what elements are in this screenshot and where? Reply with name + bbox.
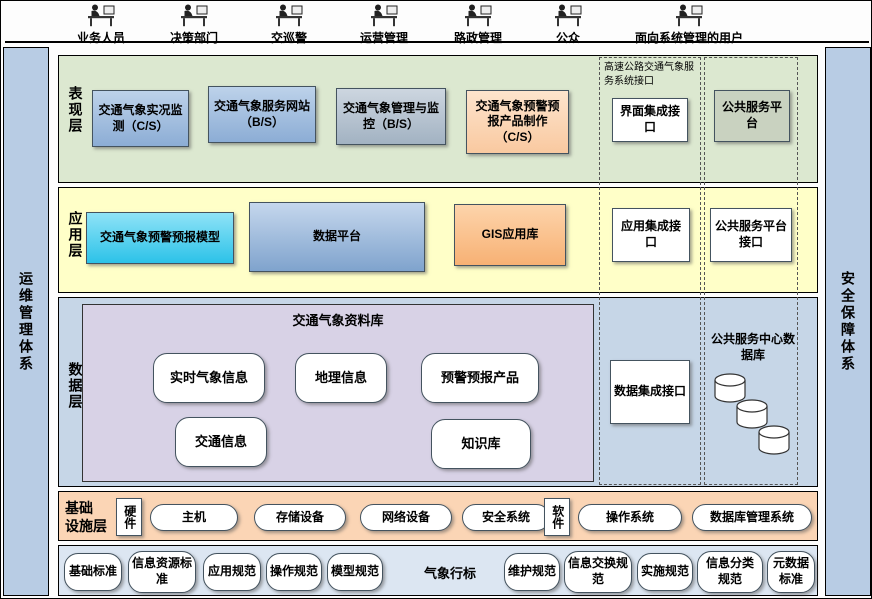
user-public: 公众 bbox=[528, 3, 608, 45]
box-warning-forecast-model: 交通气象预警预报模型 bbox=[86, 212, 234, 264]
presentation-layer-band: 表现层 交通气象实况监测（C/S） 交通气象服务网站（B/S） 交通气象管理与监… bbox=[58, 55, 818, 183]
expressway-interface-header: 高速公路交通气象服务系统接口 bbox=[604, 62, 694, 87]
person-at-desk-icon bbox=[674, 3, 704, 32]
person-at-desk-icon bbox=[463, 3, 493, 32]
person-at-desk-icon bbox=[179, 3, 209, 32]
box-public-service-platform: 公共服务平台 bbox=[714, 90, 790, 142]
box-database-management-system: 数据库管理系统 bbox=[692, 504, 812, 531]
box-metadata-standards: 元数据标准 bbox=[767, 551, 815, 593]
data-layer-label: 数据层 bbox=[67, 362, 84, 410]
infrastructure-layer-band: 基础 设施层 硬件 主机 存储设备 网络设备 安全系统 软件 操作系统 数据库管… bbox=[58, 491, 818, 541]
box-traffic-info: 交通信息 bbox=[175, 417, 267, 467]
traffic-weather-database-container: 交通气象资料库 实时气象信息 地理信息 预警预报产品 交通信息 知识库 bbox=[82, 304, 594, 482]
user-label: 路政管理 bbox=[453, 31, 502, 45]
user-traffic-police: 交巡警 bbox=[249, 3, 329, 45]
hardware-label-box: 硬件 bbox=[116, 498, 142, 536]
box-ui-integration-interface: 界面集成接口 bbox=[612, 98, 688, 142]
user-decision-dept: 决策部门 bbox=[154, 3, 234, 45]
sidebar-left-label: 运维管理体系 bbox=[18, 270, 34, 373]
box-info-classification-specs: 信息分类规范 bbox=[697, 551, 763, 593]
box-geographic-info: 地理信息 bbox=[295, 353, 387, 403]
box-operation-specs: 操作规范 bbox=[266, 553, 322, 591]
box-application-integration-interface: 应用集成接口 bbox=[612, 208, 690, 262]
box-host-machine: 主机 bbox=[150, 504, 238, 531]
user-label: 决策部门 bbox=[169, 31, 218, 45]
sidebar-operations-maintenance: 运维管理体系 bbox=[3, 47, 49, 596]
user-label: 公众 bbox=[555, 31, 580, 45]
box-data-platform: 数据平台 bbox=[249, 202, 425, 272]
box-gis-application-library: GIS应用库 bbox=[454, 204, 566, 266]
box-model-specs: 模型规范 bbox=[327, 553, 383, 591]
meteorological-industry-standard-label: 气象行标 bbox=[423, 566, 476, 581]
public-service-db-label: 公共服务中心数据库 bbox=[710, 332, 795, 362]
box-info-exchange-specs: 信息交换规范 bbox=[564, 551, 632, 593]
box-implementation-specs: 实施规范 bbox=[637, 553, 693, 591]
box-basic-standards: 基础标准 bbox=[64, 553, 122, 591]
application-layer-label: 应用层 bbox=[67, 211, 84, 259]
box-public-service-platform-interface: 公共服务平台接口 bbox=[710, 208, 792, 262]
user-label: 业务人员 bbox=[76, 31, 125, 45]
hardware-label: 硬件 bbox=[122, 505, 137, 529]
box-warning-forecast-products: 预警预报产品 bbox=[421, 353, 539, 403]
box-data-integration-interface: 数据集成接口 bbox=[610, 360, 690, 424]
box-storage-equipment: 存储设备 bbox=[254, 504, 346, 531]
user-operations-mgmt: 运营管理 bbox=[344, 3, 424, 45]
user-system-admin: 面向系统管理的用户 bbox=[614, 3, 764, 45]
box-network-equipment: 网络设备 bbox=[360, 504, 452, 531]
sidebar-security-assurance: 安全保障体系 bbox=[825, 47, 871, 596]
infrastructure-layer-label: 基础 设施层 bbox=[65, 500, 107, 534]
database-title: 交通气象资料库 bbox=[292, 313, 384, 328]
software-label: 软件 bbox=[550, 505, 565, 529]
person-at-desk-icon bbox=[369, 3, 399, 32]
box-realtime-weather-info: 实时气象信息 bbox=[153, 353, 265, 403]
box-operating-system: 操作系统 bbox=[578, 504, 682, 531]
application-layer-band: 应用层 交通气象预警预报模型 数据平台 GIS应用库 应用集成接口 公共服务平台… bbox=[58, 187, 818, 293]
box-warning-product-production: 交通气象预警预报产品制作（C/S） bbox=[466, 90, 569, 154]
divider-line bbox=[5, 41, 869, 43]
box-service-website: 交通气象服务网站（B/S） bbox=[208, 86, 316, 143]
database-cylinders-icon bbox=[711, 370, 799, 473]
software-label-box: 软件 bbox=[544, 498, 570, 536]
box-realtime-monitoring: 交通气象实况监测（C/S） bbox=[92, 90, 189, 147]
user-business-staff: 业务人员 bbox=[61, 3, 141, 45]
box-security-system: 安全系统 bbox=[462, 504, 550, 531]
data-layer-band: 数据层 交通气象资料库 实时气象信息 地理信息 预警预报产品 交通信息 知识库 … bbox=[58, 297, 818, 487]
box-management-monitoring: 交通气象管理与监控（B/S） bbox=[336, 88, 446, 145]
public-service-dashed-column bbox=[704, 57, 798, 485]
person-at-desk-icon bbox=[86, 3, 116, 32]
box-application-specs: 应用规范 bbox=[203, 553, 261, 591]
user-label: 运营管理 bbox=[359, 31, 408, 45]
box-maintenance-specs: 维护规范 bbox=[504, 553, 560, 591]
person-at-desk-icon bbox=[274, 3, 304, 32]
box-knowledge-base: 知识库 bbox=[431, 419, 531, 469]
person-at-desk-icon bbox=[553, 3, 583, 32]
user-label: 面向系统管理的用户 bbox=[634, 31, 743, 45]
box-info-resource-standards: 信息资源标准 bbox=[128, 551, 196, 593]
expressway-interface-dashed-column bbox=[599, 57, 701, 485]
standards-band: 基础标准 信息资源标准 应用规范 操作规范 模型规范 气象行标 维护规范 信息交… bbox=[58, 545, 818, 596]
user-road-admin: 路政管理 bbox=[438, 3, 518, 45]
user-label: 交巡警 bbox=[270, 31, 307, 45]
presentation-layer-label: 表现层 bbox=[67, 86, 84, 134]
sidebar-right-label: 安全保障体系 bbox=[840, 270, 856, 373]
